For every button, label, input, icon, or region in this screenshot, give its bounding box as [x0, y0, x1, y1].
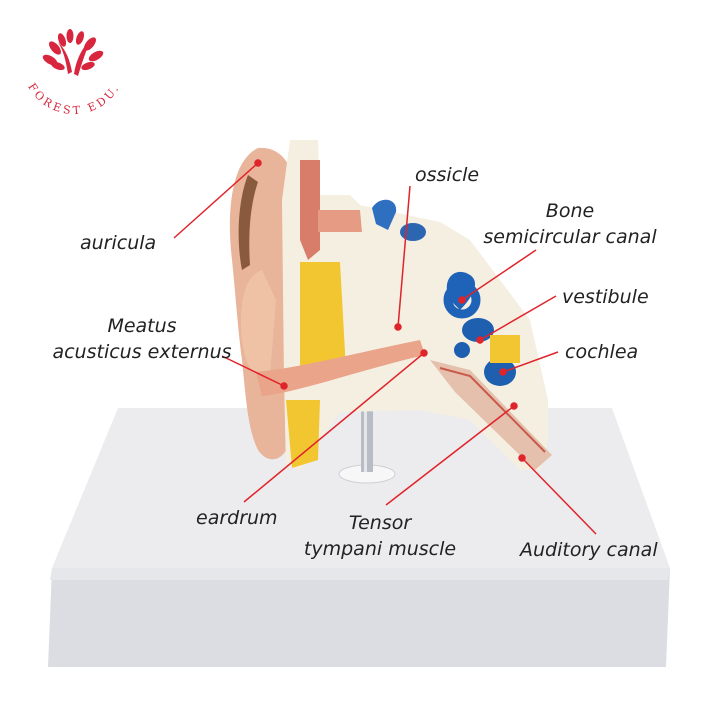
leader-tensor [385, 405, 515, 506]
label-meatus-acusticus-externus: Meatus acusticus externus [52, 315, 232, 363]
label-auricula: auricula [80, 232, 157, 254]
label-meatus-line1: Meatus [107, 315, 177, 337]
label-bone-semicircular-canal: Bone semicircular canal [470, 200, 670, 248]
leader-auricula [173, 162, 259, 239]
leader-cochlea-dot [499, 368, 507, 376]
leader-auricula-dot [254, 159, 262, 167]
leader-auditory-canal-dot [518, 454, 526, 462]
leader-meatus [221, 355, 285, 387]
leader-semicircular-dot [458, 296, 466, 304]
leader-eardrum [243, 352, 425, 503]
brand-name-text: FOREST EDU. [25, 81, 123, 117]
leader-vestibule [479, 295, 557, 341]
label-tensor-tympani-muscle: Tensor tympani muscle [290, 512, 470, 560]
leader-vestibule-dot [476, 336, 484, 344]
label-bone-line1: Bone [545, 200, 595, 222]
label-ossicle: ossicle [415, 164, 480, 186]
label-vestibule: vestibule [562, 286, 649, 308]
label-tensor-line1: Tensor [348, 512, 412, 534]
label-eardrum: eardrum [196, 507, 278, 529]
leader-tensor-dot [510, 402, 518, 410]
brand-logo: FOREST EDU. [25, 29, 123, 117]
leader-semicircular [461, 249, 537, 301]
ear-cross-section [256, 140, 552, 470]
label-auditory-canal: Auditory canal [520, 539, 658, 561]
leader-cochlea [502, 351, 559, 373]
leader-ossicle-dot [394, 323, 402, 331]
label-cochlea: cochlea [565, 341, 639, 363]
leader-lines [173, 159, 597, 535]
leader-meatus-dot [280, 382, 288, 390]
leader-eardrum-dot [420, 349, 428, 357]
leader-auditory-canal [521, 457, 597, 535]
label-tensor-line2: tympani muscle [303, 538, 457, 560]
label-bone-line2: semicircular canal [483, 226, 657, 248]
leaf-icon [42, 29, 104, 76]
label-meatus-line2: acusticus externus [52, 341, 232, 363]
support-stand [338, 408, 396, 484]
leader-ossicle [397, 185, 411, 328]
